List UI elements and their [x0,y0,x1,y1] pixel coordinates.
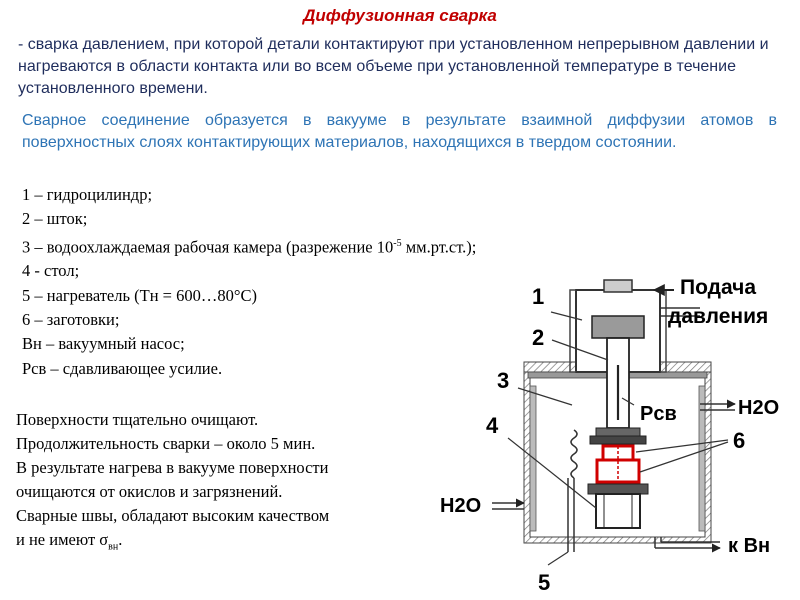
legend-item-2: 2 – шток; [22,209,88,229]
note-line-2: Продолжительность сварки – около 5 мин. [16,434,316,453]
legend-item-6: 6 – заготовки; [22,309,120,329]
note-line-3: В результате нагрева в вакууме поверхнос… [16,458,329,477]
piston-rod [589,337,647,445]
legend-item-force: Рсв – сдавливающее усилие. [22,358,223,378]
label-2: 2 [532,325,544,350]
legend-item-4: 4 - стол; [22,261,80,281]
highlight-text: Сварное соединение образуется в вакууме … [22,112,777,151]
legend-item-3-exponent: -5 [393,237,402,249]
heater-coil [567,429,578,552]
label-6: 6 [733,428,745,453]
legend-item-3-text: 3 – водоохлаждаемая рабочая камера (разр… [22,237,394,257]
workpieces [595,444,641,484]
supply-label-line2: давления [668,305,768,328]
pump-label: к Вн [728,535,770,557]
note-line-4: очищаются от окислов и загрязнений. [16,482,283,501]
legend-item-3: 3 – водоохлаждаемая рабочая камера (разр… [22,232,602,260]
note-line-6-subscript: вн [108,541,119,553]
legend-item-3-unit: мм.рт.ст.); [401,237,477,257]
leader-lines [507,311,729,566]
work-table [587,483,649,529]
note-line-1: Поверхности тщательно очищают. [16,410,259,429]
supply-label-line1: Подача [680,276,756,299]
legend-list: 1 – гидроцилиндр; 2 – шток; 3 – водоохла… [22,183,602,381]
water-and-pump-pipes [492,399,736,553]
label-1: 1 [532,284,544,309]
label-3: 3 [497,368,509,393]
label-4: 4 [486,413,499,438]
force-label: Рсв [640,403,677,425]
note-line-6-text: и не имеют σ [16,530,109,549]
definition-text: - сварка давлением, при которой детали к… [18,36,769,97]
legend-item-1: 1 – гидроцилиндр; [22,185,153,204]
water-inlet-label: H2O [440,495,481,517]
legend-item-5: 5 – нагреватель (Тн = 600…80°С) [22,285,257,305]
slide-title: Диффузионная сварка [303,6,497,25]
notes-block: Поверхности тщательно очищают. Продолжит… [16,408,406,559]
water-outlet-label: H2O [738,397,779,419]
note-line-5: Сварные швы, обладают высоким качеством [16,506,330,525]
label-5: 5 [538,570,550,595]
note-line-6-end: . [118,530,123,549]
note-line-6: и не имеют σвн. [16,528,406,559]
legend-item-pump: Вн – вакуумный насос; [22,334,185,354]
